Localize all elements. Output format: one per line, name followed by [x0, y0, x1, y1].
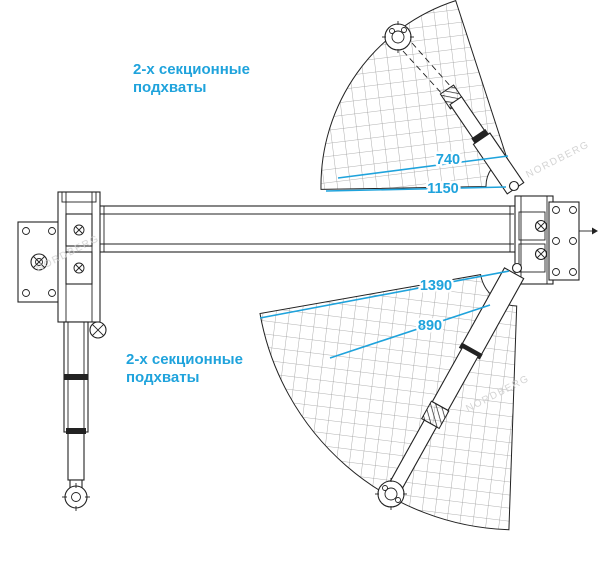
lower-arms-label-line2: подхваты [126, 369, 199, 386]
dimension-1390: 1390 [420, 278, 452, 294]
dimension-890: 890 [418, 318, 442, 334]
left-stowed-arm [62, 321, 90, 511]
direction-arrow-icon [579, 227, 598, 235]
right-post [514, 195, 598, 285]
upper-arm-pivot-pin [508, 180, 520, 192]
upper-arm-pad [382, 21, 414, 53]
lower-arm-pad [375, 478, 407, 510]
dimension-740: 740 [436, 152, 460, 168]
lower-swing-arm [375, 262, 525, 510]
upper-arms-label-line2: подхваты [133, 79, 206, 96]
dimension-leaders [259, 155, 510, 359]
brand-watermark: NORDBERG [524, 139, 591, 180]
left-post [17, 191, 107, 511]
upper-arms-label-line1: 2-х секционные [133, 61, 250, 78]
upper-swing-arm [382, 21, 525, 195]
upper-arm-sweep-area [320, 0, 508, 190]
lower-arms-label-line1: 2-х секционные [126, 351, 243, 368]
crossbeam [95, 205, 519, 253]
lower-arm-pivot-pin [511, 262, 523, 274]
dimension-1150: 1150 [427, 181, 458, 197]
